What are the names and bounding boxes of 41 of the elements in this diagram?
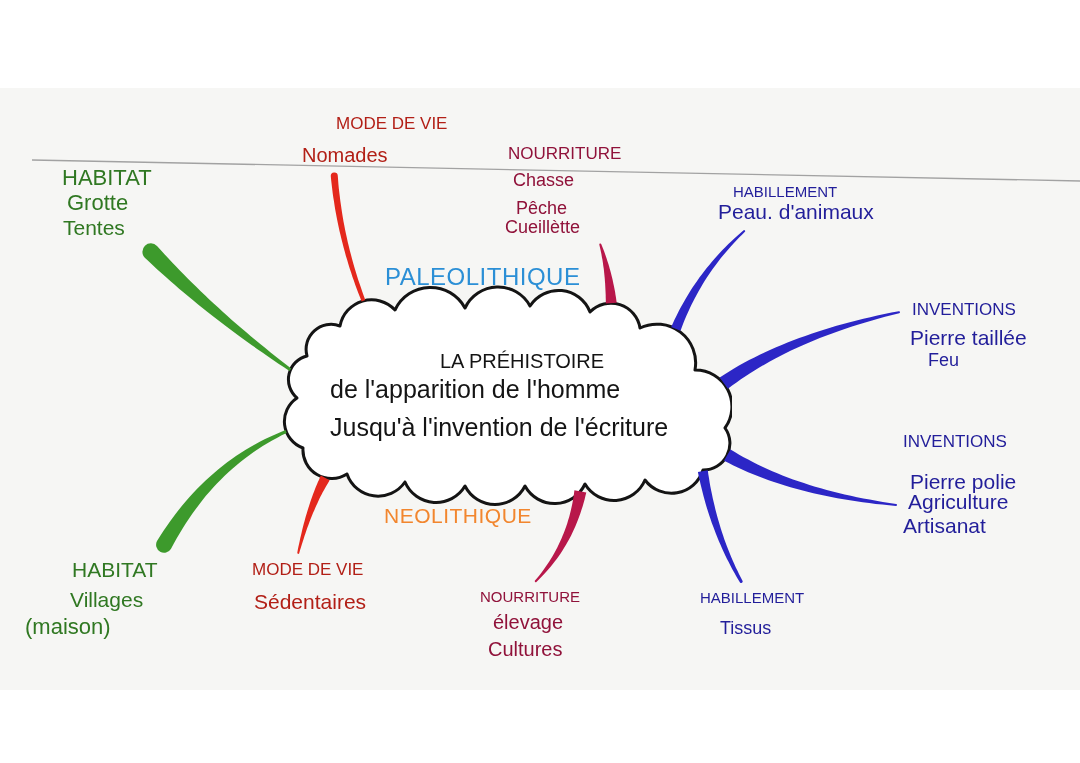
list-item: Sédentaires [254, 589, 367, 614]
list-item: Pêche [516, 198, 568, 219]
branch-line [719, 311, 900, 389]
branch-line [297, 475, 330, 554]
period-label: PALEOLITHIQUE [385, 263, 581, 291]
category-heading: INVENTIONS [903, 432, 1007, 452]
category-heading: HABITAT [72, 558, 158, 583]
list-item: Chasse [513, 169, 575, 191]
branch-line [142, 243, 292, 371]
branch-line [671, 230, 746, 331]
category-heading: INVENTIONS [912, 300, 1016, 320]
list-item: Artisanat [903, 513, 986, 538]
list-item: Pierre taillée [910, 325, 1027, 350]
list-item: Peau. d'animaux [718, 200, 874, 225]
list-item: Nomades [302, 143, 388, 167]
list-item: (maison) [25, 614, 111, 640]
branch-line [724, 449, 897, 506]
list-item: Tissus [720, 618, 772, 639]
category-heading: MODE DE VIE [252, 560, 364, 580]
category-heading: HABILLEMENT [733, 183, 838, 201]
branch-line [599, 243, 617, 304]
cloud-title: LA PRÉHISTOIRE [440, 350, 605, 373]
category-heading: NOURRITURE [480, 588, 580, 606]
branch-line [156, 430, 287, 553]
category-heading: NOURRITURE [508, 144, 622, 164]
list-item: Tentes [63, 215, 125, 240]
branch-line [534, 490, 587, 583]
list-item: Cultures [488, 638, 563, 662]
branch-line [330, 172, 366, 302]
list-item: Villages [70, 588, 144, 613]
list-item: Grotte [67, 190, 129, 216]
list-item: Pierre polie [910, 469, 1017, 494]
branch-line [697, 470, 743, 583]
category-heading: HABILLEMENT [700, 589, 805, 607]
cloud-text: de l'apparition de l'homme Jusqu'à l'invention de l'écriture [330, 374, 670, 443]
list-item: élevage [493, 611, 564, 635]
category-heading: HABITAT [62, 165, 152, 191]
period-label: NEOLITHIQUE [384, 504, 532, 529]
list-item: Cueillètte [505, 216, 581, 238]
list-item: Feu [928, 349, 960, 371]
category-heading: MODE DE VIE [336, 114, 448, 134]
